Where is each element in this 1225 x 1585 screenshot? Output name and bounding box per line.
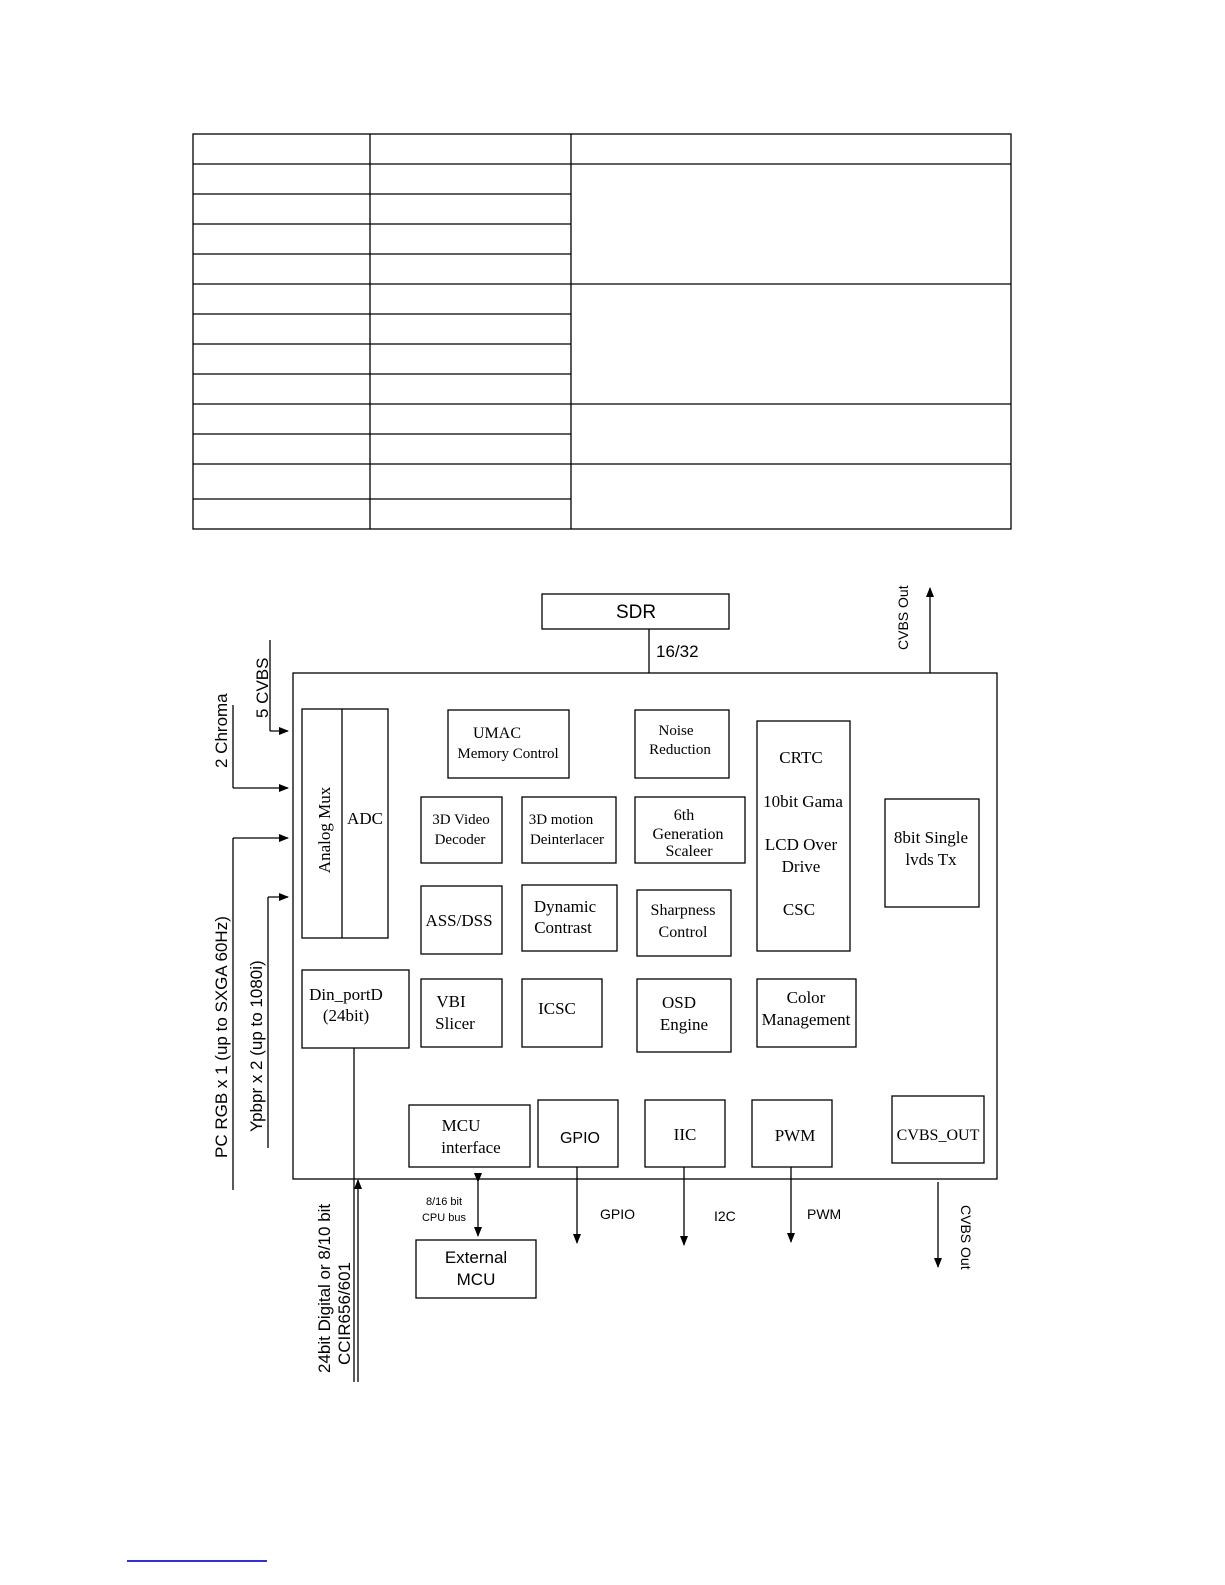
sharpness-block [636,889,732,957]
sdr-block [541,593,730,630]
ass-dss-block [420,885,503,955]
gpio-block [537,1099,619,1168]
din-portd-block [301,969,410,1049]
sharpness-label-1: Sharpness [651,902,716,919]
video-decoder-label-2: Decoder [435,832,486,848]
umac-label-1: UMAC [473,725,521,742]
deinterlacer-label-2: Deinterlacer [530,832,604,848]
color-management-block [756,978,857,1048]
umac-label-2: Memory Control [457,746,558,762]
mcu-interface-label-1: MCU [442,1116,481,1135]
osd-engine-label-2: Engine [660,1015,708,1034]
bus-width-label: 16/32 [656,642,699,661]
block-diagram: SDR 16/32 CVBS Out 5 CVBS 2 Chroma PC RG… [212,585,998,1382]
deinterlacer-label-1: 3D motion [529,812,594,828]
digital-input-label-1: 24bit Digital or 8/10 bit [315,1204,334,1373]
noise-label-1: Noise [659,723,694,739]
deinterlacer-block [521,796,617,864]
sharpness-label-2: Control [659,924,708,941]
i2c-output-label: I2C [714,1208,736,1224]
lvds-block [884,798,980,908]
iic-block-label: IIC [674,1125,697,1144]
lvds-label-1: 8bit Single [894,828,968,847]
adc-label: ADC [347,809,383,828]
sdr-label: SDR [616,602,656,623]
gpio-output-label: GPIO [600,1206,635,1222]
digital-input-label-2: CCIR656/601 [335,1262,354,1365]
osd-engine-label-1: OSD [662,993,696,1012]
analog-mux-label: Analog Mux [315,786,334,873]
crtc-block [756,720,851,952]
scaler-label-3: Scaleer [665,843,713,860]
color-management-label-2: Management [762,1010,851,1029]
ass-dss-label: ASS/DSS [425,911,492,930]
empty-table [192,133,1012,530]
pwm-output-label: PWM [807,1206,841,1222]
cvbs-out-top-label: CVBS Out [895,585,911,650]
gama-label: 10bit Gama [763,792,843,811]
iic-block [644,1099,726,1168]
mcu-interface-label-2: interface [441,1138,500,1157]
dynamic-contrast-label-2: Contrast [534,918,592,937]
scaler-label-2: Generation [652,826,723,843]
scaler-block [634,796,746,864]
icsc-label: ICSC [538,999,576,1018]
mcu-interface-block [408,1104,531,1168]
icsc-block [521,978,603,1048]
noise-label-2: Reduction [649,742,711,758]
cvbs-out-bottom-label: CVBS Out [958,1205,974,1270]
lcd-overdrive-label-1: LCD Over [765,835,838,854]
color-management-label-1: Color [787,988,826,1007]
footer-rule [127,1560,267,1562]
dynamic-contrast-label-1: Dynamic [534,897,597,916]
cpu-bus-label-1: 8/16 bit [426,1196,462,1208]
umac-block [447,709,570,779]
noise-reduction-block [634,709,730,779]
gpio-block-label: GPIO [560,1130,600,1147]
cpu-bus-label-2: CPU bus [422,1212,467,1224]
vbi-slicer-label-2: Slicer [435,1014,475,1033]
scaler-label-1: 6th [674,807,694,824]
cvbs-out-block-label: CVBS_OUT [897,1127,980,1144]
osd-engine-block [636,978,732,1053]
dynamic-contrast-block [521,884,618,952]
chroma-input-label: 2 Chroma [212,693,231,768]
lvds-label-2: lvds Tx [905,850,957,869]
chip-outline [292,672,998,1180]
vbi-slicer-label-1: VBI [436,992,466,1011]
external-mcu-label-1: External [445,1248,507,1267]
csc-label: CSC [783,900,815,919]
video-decoder-block [420,796,503,864]
ypbpr-input-label: Ypbpr x 2 (up to 1080i) [247,960,266,1132]
external-mcu-block [415,1239,537,1299]
pwm-block [751,1099,833,1168]
vbi-slicer-block [420,978,503,1048]
pc-rgb-input-label: PC RGB x 1 (up to SXGA 60Hz) [212,916,231,1158]
external-mcu-label-2: MCU [457,1270,496,1289]
pwm-block-label: PWM [775,1126,816,1145]
din-portd-label-2: (24bit) [323,1006,369,1025]
din-portd-label-1: Din_portD [309,985,383,1004]
cvbs-input-label: 5 CVBS [253,658,272,718]
cvbs-out-block [891,1095,985,1164]
analog-mux-block [301,708,389,939]
lcd-overdrive-label-2: Drive [782,857,821,876]
crtc-label: CRTC [779,748,822,767]
video-decoder-label-1: 3D Video [432,812,490,828]
